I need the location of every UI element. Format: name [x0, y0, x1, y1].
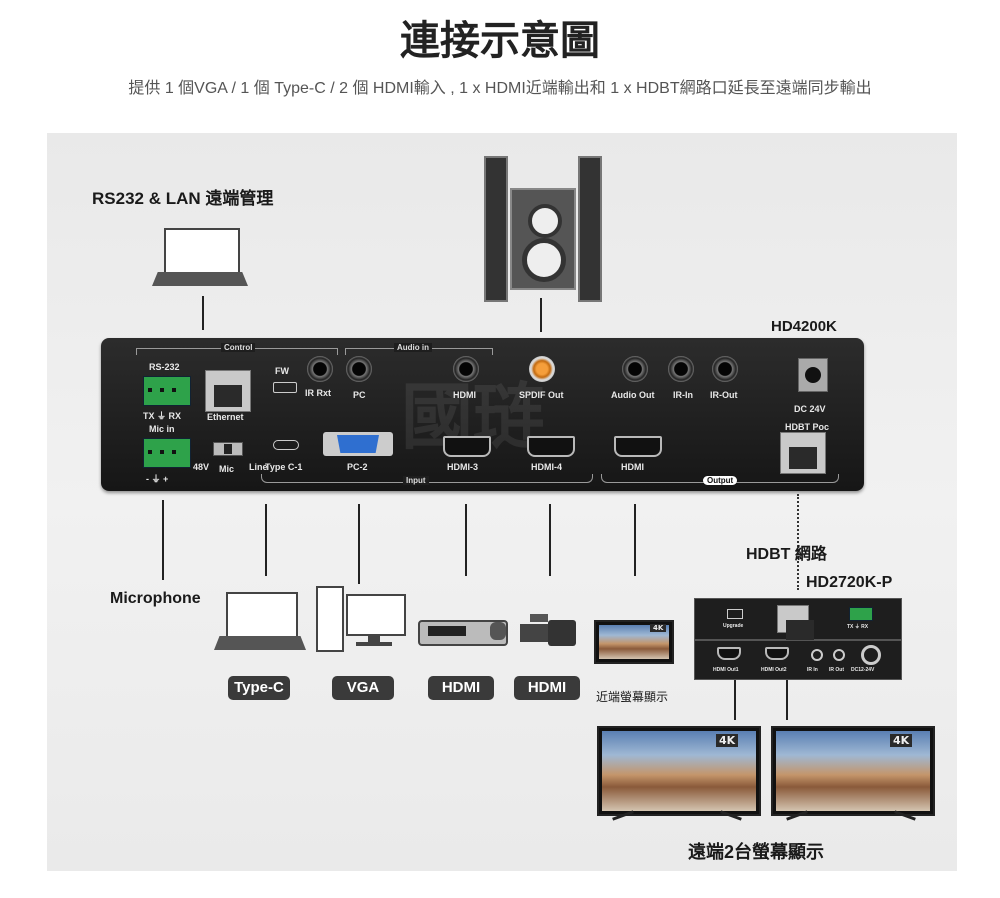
audio-out-label: Audio Out: [611, 390, 655, 400]
receiver-dc-port: [861, 645, 881, 665]
audioin-group-label: Audio in: [394, 343, 432, 352]
ir-out-jack: [712, 356, 738, 382]
fw-port: [273, 382, 297, 393]
connector-line: [265, 504, 267, 576]
near-monitor-icon: [594, 620, 674, 664]
mic-switch: [213, 442, 243, 456]
remote-monitor-1-4k-badge: 4K: [716, 734, 739, 747]
usb-port: [727, 609, 743, 619]
connector-line: [540, 298, 542, 332]
connector-line: [202, 296, 204, 330]
remote-monitor-2-4k-badge: 4K: [890, 734, 913, 747]
dc-power-port: [798, 358, 828, 392]
output-group-label: Output: [703, 476, 738, 485]
hdmi4-port: [527, 436, 575, 457]
near-monitor-4k-badge: 4K: [650, 624, 667, 632]
device-model-label: HD4200K: [771, 318, 837, 335]
spdif-label: SPDIF Out: [519, 390, 564, 400]
input-group-label: Input: [403, 476, 429, 485]
page-title: 連接示意圖: [400, 18, 600, 64]
spdif-port: [529, 356, 555, 382]
rs232-label: RS-232: [149, 362, 180, 372]
mic-terminal: [143, 438, 191, 468]
receiver-out2-label: HDMI Out2: [761, 667, 787, 673]
ethernet-label: Ethernet: [207, 412, 244, 422]
mic-label: Mic: [219, 464, 235, 474]
hdbt-poc-label: HDBT Poc: [785, 422, 830, 432]
pc2-label: PC-2: [347, 462, 368, 472]
polarity-label: - ⏚ +: [146, 474, 169, 484]
receiver-rj45-port: [777, 605, 814, 642]
receiver-hdmi-out2: [765, 647, 789, 660]
pc-audio-jack: [346, 356, 372, 382]
connector-line: [162, 500, 164, 580]
remote-display-label: 遠端2台螢幕顯示: [688, 842, 825, 862]
hd4200k-device: 國琏 Control Audio in RS-232 TX ⏚ RX Mic i…: [101, 338, 864, 491]
receiver-ir-out-jack: [833, 649, 845, 661]
source-hdmi2-label: HDMI: [514, 676, 580, 700]
receiver-ir-in-label: IR In: [807, 667, 818, 673]
hdmi-audio-jack: [453, 356, 479, 382]
fw-label: FW: [275, 366, 289, 376]
receiver-ir-in-jack: [811, 649, 823, 661]
hdmi-out-label: HDMI: [621, 462, 644, 472]
dc24v-label: DC 24V: [794, 404, 826, 414]
receiver-txrx-label: TX ⏚ RX: [847, 624, 869, 630]
connector-line: [465, 504, 467, 576]
txrx-label: TX ⏚ RX: [143, 411, 182, 421]
near-display-label: 近端螢幕顯示: [596, 690, 669, 704]
connector-line: [786, 680, 788, 720]
hdmi-audio-label: HDMI: [453, 390, 476, 400]
ir-in-label: IR-In: [673, 390, 693, 400]
hdmi3-label: HDMI-3: [447, 462, 478, 472]
connector-line: [549, 504, 551, 576]
hd2720k-receiver-top: Upgrade TX ⏚ RX: [694, 598, 902, 642]
connector-line: [634, 504, 636, 576]
receiver-model-label: HD2720K-P: [806, 574, 893, 591]
hdbt-port: [780, 432, 826, 474]
hdmi3-port: [443, 436, 491, 457]
connector-line: [734, 680, 736, 720]
receiver-terminal: [849, 607, 873, 621]
pc-label: PC: [353, 390, 366, 400]
rs232-lan-label: RS232 & LAN 遠端管理: [92, 189, 274, 208]
hd2720k-receiver-bottom: HDMI Out1 HDMI Out2 IR In IR Out DC12-24…: [694, 640, 902, 680]
hdbt-network-label: HDBT 網路: [746, 546, 827, 563]
rs232-terminal: [143, 376, 191, 406]
ir-rxt-label: IR Rxt: [305, 388, 332, 398]
source-vga-label: VGA: [332, 676, 394, 700]
source-hdmi1-label: HDMI: [428, 676, 494, 700]
ir-in-jack: [668, 356, 694, 382]
receiver-ir-out-label: IR Out: [829, 667, 844, 673]
ethernet-port: [205, 370, 251, 412]
ir-rxt-jack: [307, 356, 333, 382]
control-group-label: Control: [221, 343, 256, 352]
usbc-port: [273, 440, 299, 450]
line-label: Line: [249, 462, 268, 472]
receiver-out1-label: HDMI Out1: [713, 667, 739, 673]
source-typec-label: Type-C: [228, 676, 290, 700]
hdmi4-label: HDMI-4: [531, 462, 562, 472]
microphone-label: Microphone: [110, 590, 201, 607]
ir-out-label: IR-Out: [710, 390, 738, 400]
upgrade-label: Upgrade: [723, 623, 744, 629]
receiver-hdmi-out1: [717, 647, 741, 660]
connector-line: [358, 504, 360, 584]
typec1-label: Type C-1: [265, 462, 303, 472]
hdmi-out-port: [614, 436, 662, 457]
hdbt-cable: [797, 494, 799, 590]
receiver-dc-label: DC12-24V: [851, 667, 875, 673]
v48-label: 48V: [193, 462, 210, 472]
micin-label: Mic in: [149, 424, 175, 434]
page-subtitle: 提供 1 個VGA / 1 個 Type-C / 2 個 HDMI輸入 , 1 …: [128, 80, 872, 97]
audio-out-jack: [622, 356, 648, 382]
vga-port: [323, 432, 393, 456]
